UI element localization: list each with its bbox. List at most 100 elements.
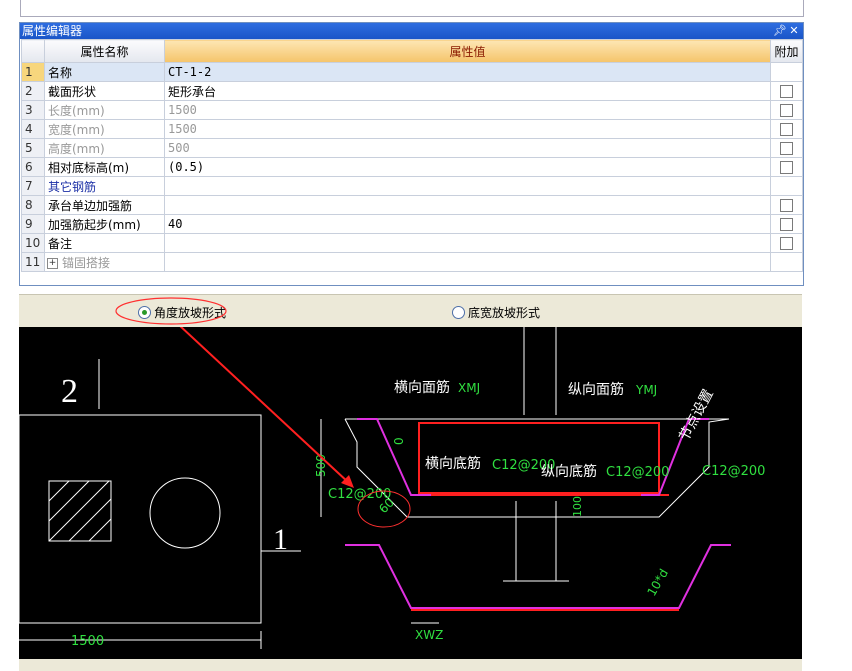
property-value-input[interactable]: CT-1-2 <box>164 62 771 82</box>
row-number: 1 <box>21 62 45 82</box>
section-drawing-canvas: 2 1 1500 500 0 横向面筋 XMJ 纵向面筋 YMJ 节点设置 横向… <box>18 324 802 659</box>
pin-icon[interactable]: 📌︎ <box>773 24 787 37</box>
table-row[interactable]: 7 其它钢筋 <box>21 176 803 196</box>
attach-cell <box>770 214 803 234</box>
pile-outline <box>515 501 557 582</box>
property-name: 名称 <box>44 62 165 82</box>
property-value-input[interactable] <box>164 252 771 272</box>
column-hatch-box <box>48 480 112 542</box>
table-row[interactable]: 10 备注 <box>21 233 803 253</box>
property-value-input[interactable] <box>164 233 771 253</box>
name-column-header[interactable]: 属性名称 <box>44 39 165 63</box>
property-editor-panel: 属性编辑器 📌︎ ✕ 属性名称 属性值 附加 1 名称 CT-1-2 2 截面形… <box>19 22 804 286</box>
length-10d-label: 10*d <box>644 566 671 598</box>
attach-cell <box>770 138 803 158</box>
attach-column-header[interactable]: 附加 <box>770 39 803 63</box>
attach-checkbox[interactable] <box>780 199 793 212</box>
table-row[interactable]: 5 高度(mm) 500 <box>21 138 803 158</box>
attach-checkbox[interactable] <box>780 123 793 136</box>
row-number: 6 <box>21 157 45 177</box>
left-slope-spec: C12@200 <box>328 487 391 502</box>
radio-width-label: 底宽放坡形式 <box>468 306 541 320</box>
attach-cell <box>770 157 803 177</box>
property-value-input[interactable]: 1500 <box>164 100 771 120</box>
cap-outline <box>344 418 730 518</box>
dim-0-label: 0 <box>392 437 406 445</box>
top-v-label: 纵向面筋 <box>568 381 624 398</box>
attach-cell <box>770 195 803 215</box>
attach-cell <box>770 100 803 120</box>
table-row[interactable]: 3 长度(mm) 1500 <box>21 100 803 120</box>
property-value-input[interactable]: 1500 <box>164 119 771 139</box>
top-h-code: XMJ <box>458 381 480 395</box>
property-name: 备注 <box>44 233 165 253</box>
property-name: 加强筋起步(mm) <box>44 214 165 234</box>
property-value-input[interactable]: 500 <box>164 138 771 158</box>
row-number: 2 <box>21 81 45 101</box>
row-number: 7 <box>21 176 45 196</box>
radio-width-slope[interactable]: 底宽放坡形式 <box>452 304 540 321</box>
left-slope-rebar <box>357 418 431 496</box>
attach-checkbox[interactable] <box>780 237 793 250</box>
slope-mode-bar: 角度放坡形式 底宽放坡形式 <box>19 294 802 328</box>
property-name: 宽度(mm) <box>44 119 165 139</box>
expand-icon[interactable]: + <box>47 257 58 269</box>
pile-circle <box>149 477 221 549</box>
property-name: 长度(mm) <box>44 100 165 120</box>
table-row[interactable]: 11 +锚固搭接 <box>21 252 803 272</box>
attach-cell <box>770 81 803 101</box>
table-row[interactable]: 6 相对底标高(m) (0.5) <box>21 157 803 177</box>
property-value-input[interactable] <box>164 195 771 215</box>
attach-cell <box>770 119 803 139</box>
attach-cell <box>770 62 803 82</box>
row-number: 3 <box>21 100 45 120</box>
annotation-arrow-icon <box>178 324 350 484</box>
section-label-1: 1 <box>273 523 288 556</box>
property-value-input[interactable]: (0.5) <box>164 157 771 177</box>
table-row[interactable]: 8 承台单边加强筋 <box>21 195 803 215</box>
value-column-header[interactable]: 属性值 <box>164 39 771 63</box>
radio-selected-icon <box>138 306 151 319</box>
table-row[interactable]: 2 截面形状 矩形承台 <box>21 81 803 101</box>
table-row[interactable]: 1 名称 CT-1-2 <box>21 62 803 82</box>
bottom-v-label: 纵向底筋 <box>541 463 597 480</box>
radio-angle-slope[interactable]: 角度放坡形式 <box>138 304 226 321</box>
attach-checkbox[interactable] <box>780 218 793 231</box>
angle-highlight-ellipse <box>357 490 411 528</box>
attach-cell <box>770 252 803 272</box>
property-name: 承台单边加强筋 <box>44 195 165 215</box>
lower-magenta-rebar <box>345 544 731 609</box>
right-slope-rebar <box>641 418 709 496</box>
property-name: 截面形状 <box>44 81 165 101</box>
xwz-label: XWZ <box>415 628 443 642</box>
row-number: 5 <box>21 138 45 158</box>
attach-checkbox[interactable] <box>780 161 793 174</box>
row-number: 9 <box>21 214 45 234</box>
status-strip <box>19 659 802 671</box>
property-name: 其它钢筋 <box>44 176 165 196</box>
property-name: 高度(mm) <box>44 138 165 158</box>
property-value-input[interactable]: 40 <box>164 214 771 234</box>
radio-angle-label: 角度放坡形式 <box>154 306 227 320</box>
row-number-header <box>21 39 45 63</box>
property-value-input[interactable]: 矩形承台 <box>164 81 771 101</box>
attach-checkbox[interactable] <box>780 142 793 155</box>
row-number: 4 <box>21 119 45 139</box>
upper-panel-remnant <box>20 0 804 17</box>
top-h-label: 横向面筋 <box>394 379 450 396</box>
node-setting-link: 节点设置 <box>676 387 716 444</box>
rebar-section-drawing: 2 1 1500 500 0 横向面筋 XMJ 纵向面筋 YMJ 节点设置 横向… <box>18 324 765 649</box>
attach-cell <box>770 176 803 196</box>
panel-titlebar[interactable]: 属性编辑器 📌︎ ✕ <box>20 23 803 39</box>
hatch-lines <box>48 480 112 542</box>
attach-checkbox[interactable] <box>780 85 793 98</box>
row-number: 10 <box>21 233 45 253</box>
radio-unselected-icon <box>452 306 465 319</box>
close-icon[interactable]: ✕ <box>789 24 799 37</box>
property-value-input[interactable] <box>164 176 771 196</box>
attach-checkbox[interactable] <box>780 104 793 117</box>
property-name-label: 锚固搭接 <box>62 255 111 270</box>
row-number: 8 <box>21 195 45 215</box>
table-row[interactable]: 4 宽度(mm) 1500 <box>21 119 803 139</box>
table-row[interactable]: 9 加强筋起步(mm) 40 <box>21 214 803 234</box>
